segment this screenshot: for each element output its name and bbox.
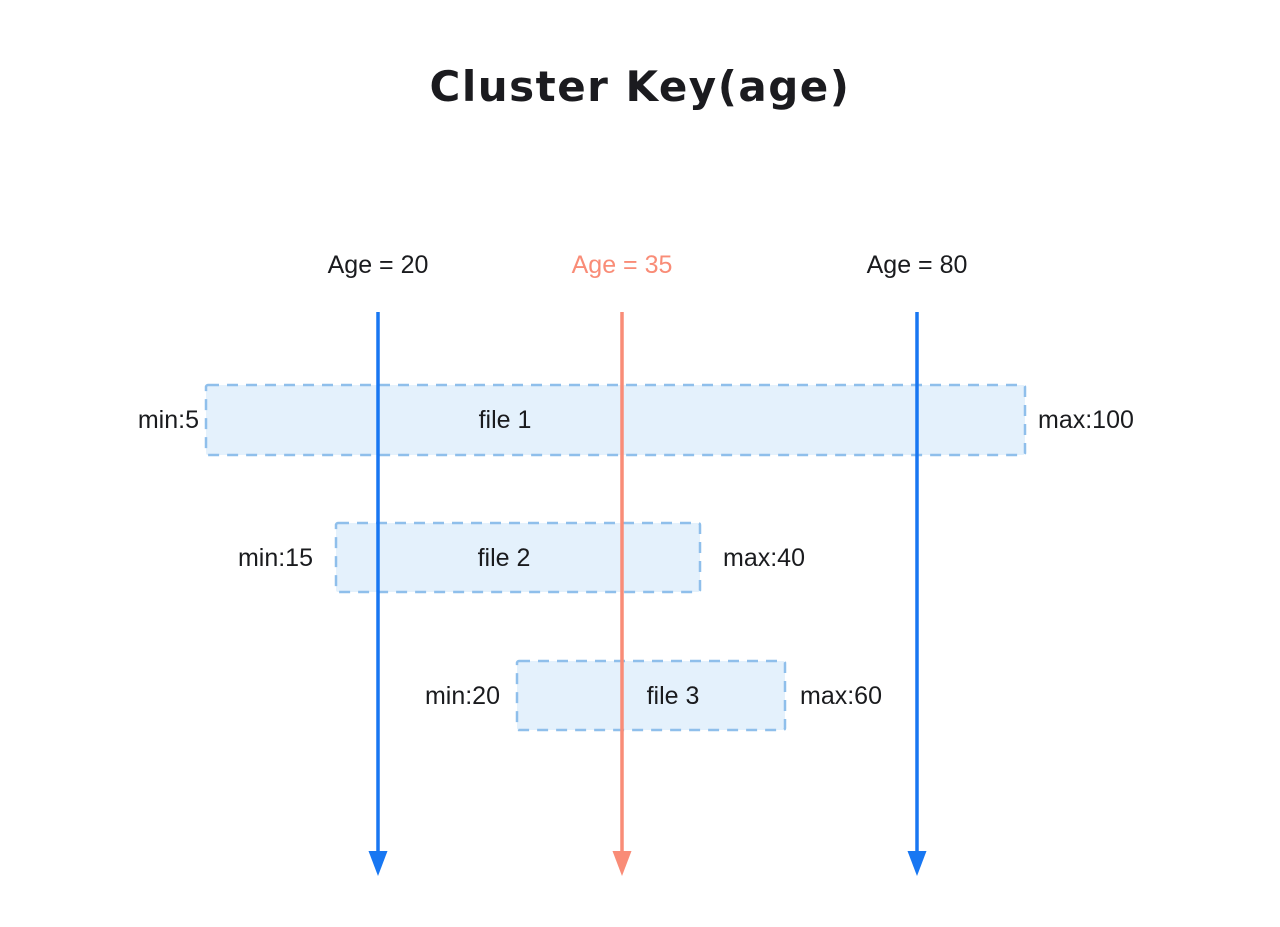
age-label-35: Age = 35: [571, 251, 673, 279]
age-label-80: Age = 80: [866, 251, 968, 279]
age-80-arrow: [907, 312, 927, 876]
file-3-name-label: file 3: [646, 682, 700, 710]
age-35-arrow: [612, 312, 632, 876]
file-2-min-label: min:15: [237, 544, 313, 572]
age-20-arrow: [368, 312, 388, 876]
age-label-20: Age = 20: [327, 251, 429, 279]
file-1-max-label: max:100: [1038, 406, 1134, 434]
file-2-max-label: max:40: [723, 544, 805, 572]
file-1-range-box: [204, 383, 1027, 457]
file-3-max-label: max:60: [800, 682, 882, 710]
file-1-name-label: file 1: [478, 406, 532, 434]
file-3-range-box: [515, 659, 787, 732]
file-2-range-box: [334, 521, 702, 594]
diagram-title: Cluster Key(age): [429, 62, 851, 111]
file-1-min-label: min:5: [137, 406, 199, 434]
file-3-min-label: min:20: [424, 682, 500, 710]
file-2-name-label: file 2: [477, 544, 531, 572]
